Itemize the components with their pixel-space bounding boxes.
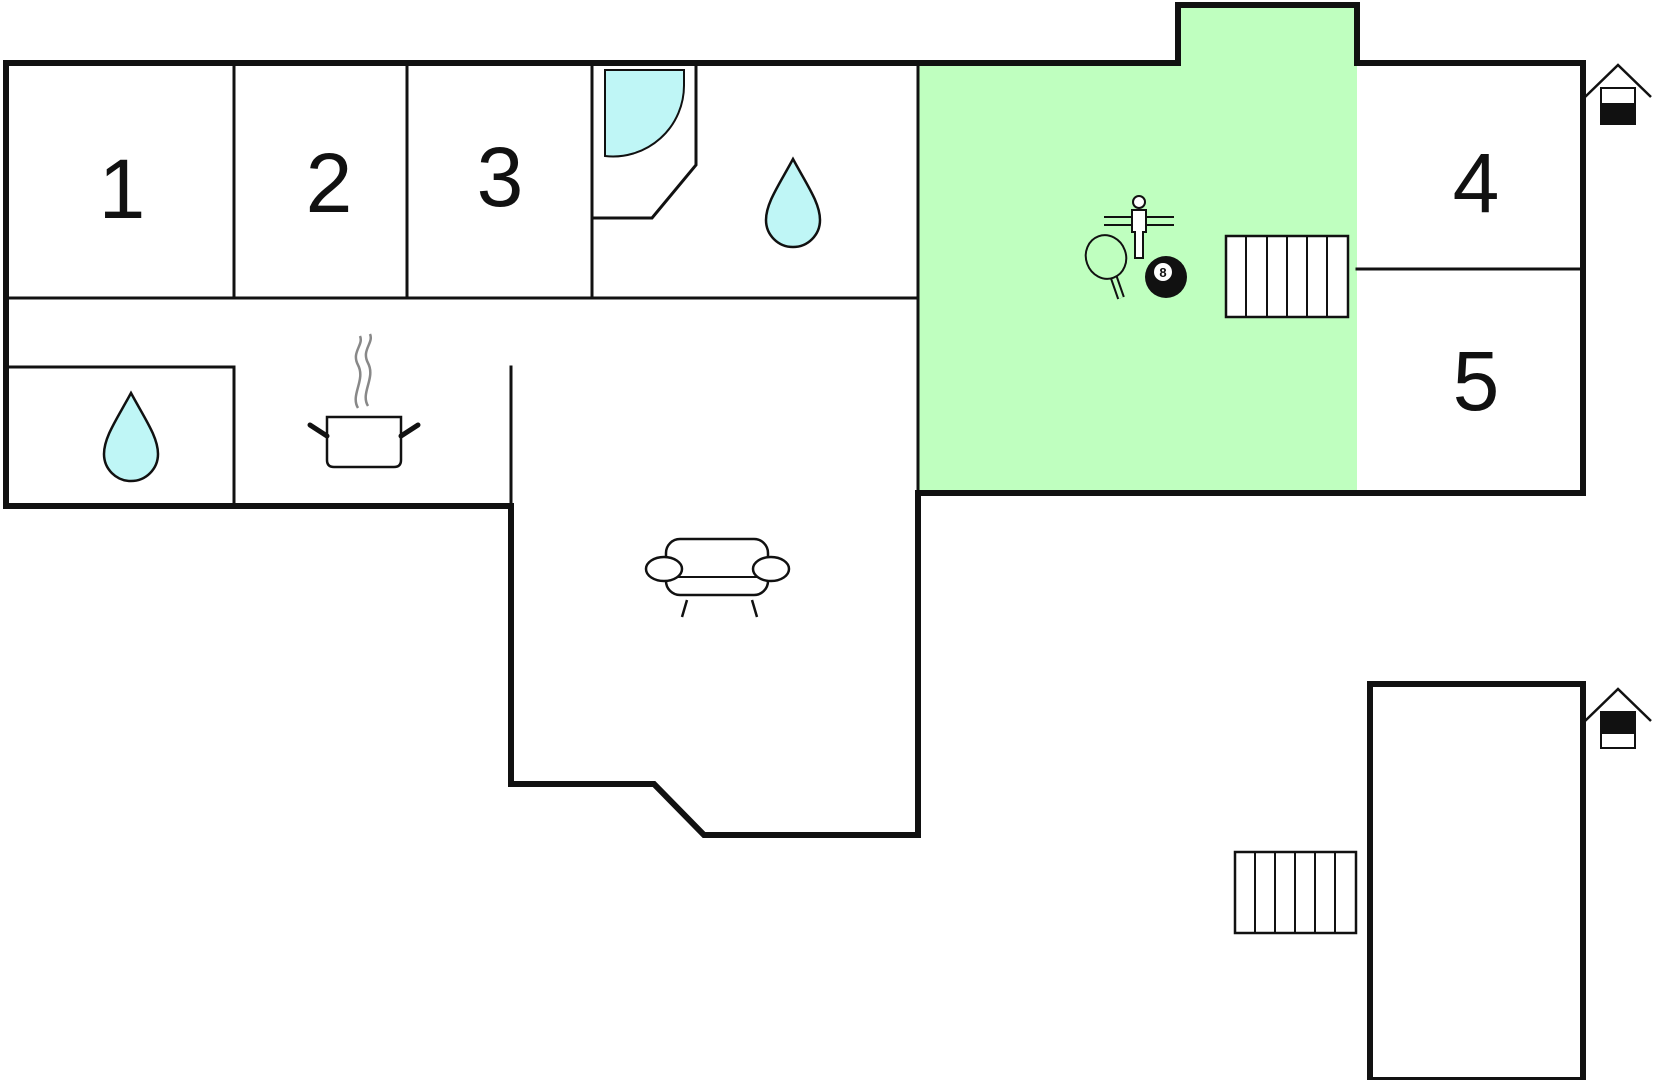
house-icon xyxy=(1584,63,1652,125)
room-number-5: 5 xyxy=(1453,334,1500,428)
room-number-4: 4 xyxy=(1453,136,1500,230)
billiard-ball-number: 8 xyxy=(1159,265,1166,280)
interior-walls xyxy=(6,61,1583,506)
stairs-icon xyxy=(1224,234,1350,319)
water-drop-icon xyxy=(764,156,822,249)
cooking-pot-icon xyxy=(307,333,421,469)
stairs-icon xyxy=(1233,850,1358,935)
room-number-1: 1 xyxy=(99,142,146,236)
house-icon xyxy=(1584,687,1652,749)
annex-building xyxy=(1367,681,1586,1080)
table-football-icon xyxy=(1104,195,1174,259)
table-tennis-icon xyxy=(1084,234,1128,300)
water-drop-icon xyxy=(102,390,160,483)
room-number-3: 3 xyxy=(477,130,524,224)
room-number-2: 2 xyxy=(306,136,353,230)
billiards-ball-icon: 8 xyxy=(1145,256,1187,298)
sofa-icon xyxy=(644,537,791,618)
shower-icon xyxy=(604,69,686,158)
